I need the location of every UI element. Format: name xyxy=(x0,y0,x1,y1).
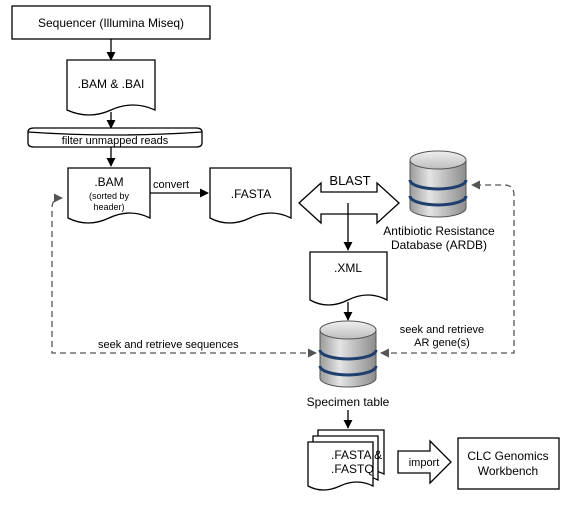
specimen-database-icon xyxy=(318,320,378,388)
bam-sorted-document: .BAM (sorted by header) xyxy=(67,167,151,224)
dashed-arrow-seek-sequences xyxy=(51,193,317,358)
seek-genes-label-line2: AR gene(s) xyxy=(414,337,470,349)
xml-label: .XML xyxy=(334,261,362,275)
blast-label: BLAST xyxy=(329,173,370,188)
bam-sorted-line2: header) xyxy=(93,202,124,212)
fasta-document: .FASTA xyxy=(209,167,292,224)
import-arrow: import xyxy=(397,439,452,485)
fasta-fastq-line1: .FASTA & xyxy=(331,448,382,462)
fasta-fastq-line2: .FASTQ xyxy=(331,462,374,476)
specimen-label: Specimen table xyxy=(307,395,390,409)
bam-sorted-title: .BAM xyxy=(94,175,123,189)
fasta-label: .FASTA xyxy=(231,187,271,201)
ardb-label-line1: Antibiotic Resistance xyxy=(383,224,495,238)
fasta-fastq-documents: .FASTA & .FASTQ xyxy=(307,429,385,491)
seek-genes-label-line1: seek and retrieve xyxy=(400,324,484,336)
ardb-database-icon xyxy=(408,150,468,218)
bam-bai-document: .BAM & .BAI xyxy=(66,59,156,116)
xml-document: .XML xyxy=(309,251,388,306)
seek-sequences-label: seek and retrieve sequences xyxy=(98,339,239,351)
bam-bai-label: .BAM & .BAI xyxy=(78,77,145,91)
filter-label: filter unmapped reads xyxy=(62,135,169,147)
import-label: import xyxy=(409,457,440,469)
blast-double-arrow: BLAST xyxy=(298,173,400,225)
bam-sorted-line1: (sorted by xyxy=(89,191,130,201)
convert-label: convert xyxy=(153,179,189,191)
clc-label-line1: CLC Genomics xyxy=(467,449,548,463)
clc-label-line2: Workbench xyxy=(478,464,538,478)
sequencer-box: Sequencer (Illumina Miseq) xyxy=(11,5,211,40)
sequencer-label: Sequencer (Illumina Miseq) xyxy=(38,16,184,30)
filter-step: filter unmapped reads xyxy=(27,127,203,148)
dashed-arrow-seek-genes xyxy=(380,180,515,358)
ardb-label-line2: Database (ARDB) xyxy=(391,238,487,252)
clc-genomics-box: CLC Genomics Workbench xyxy=(457,437,560,490)
